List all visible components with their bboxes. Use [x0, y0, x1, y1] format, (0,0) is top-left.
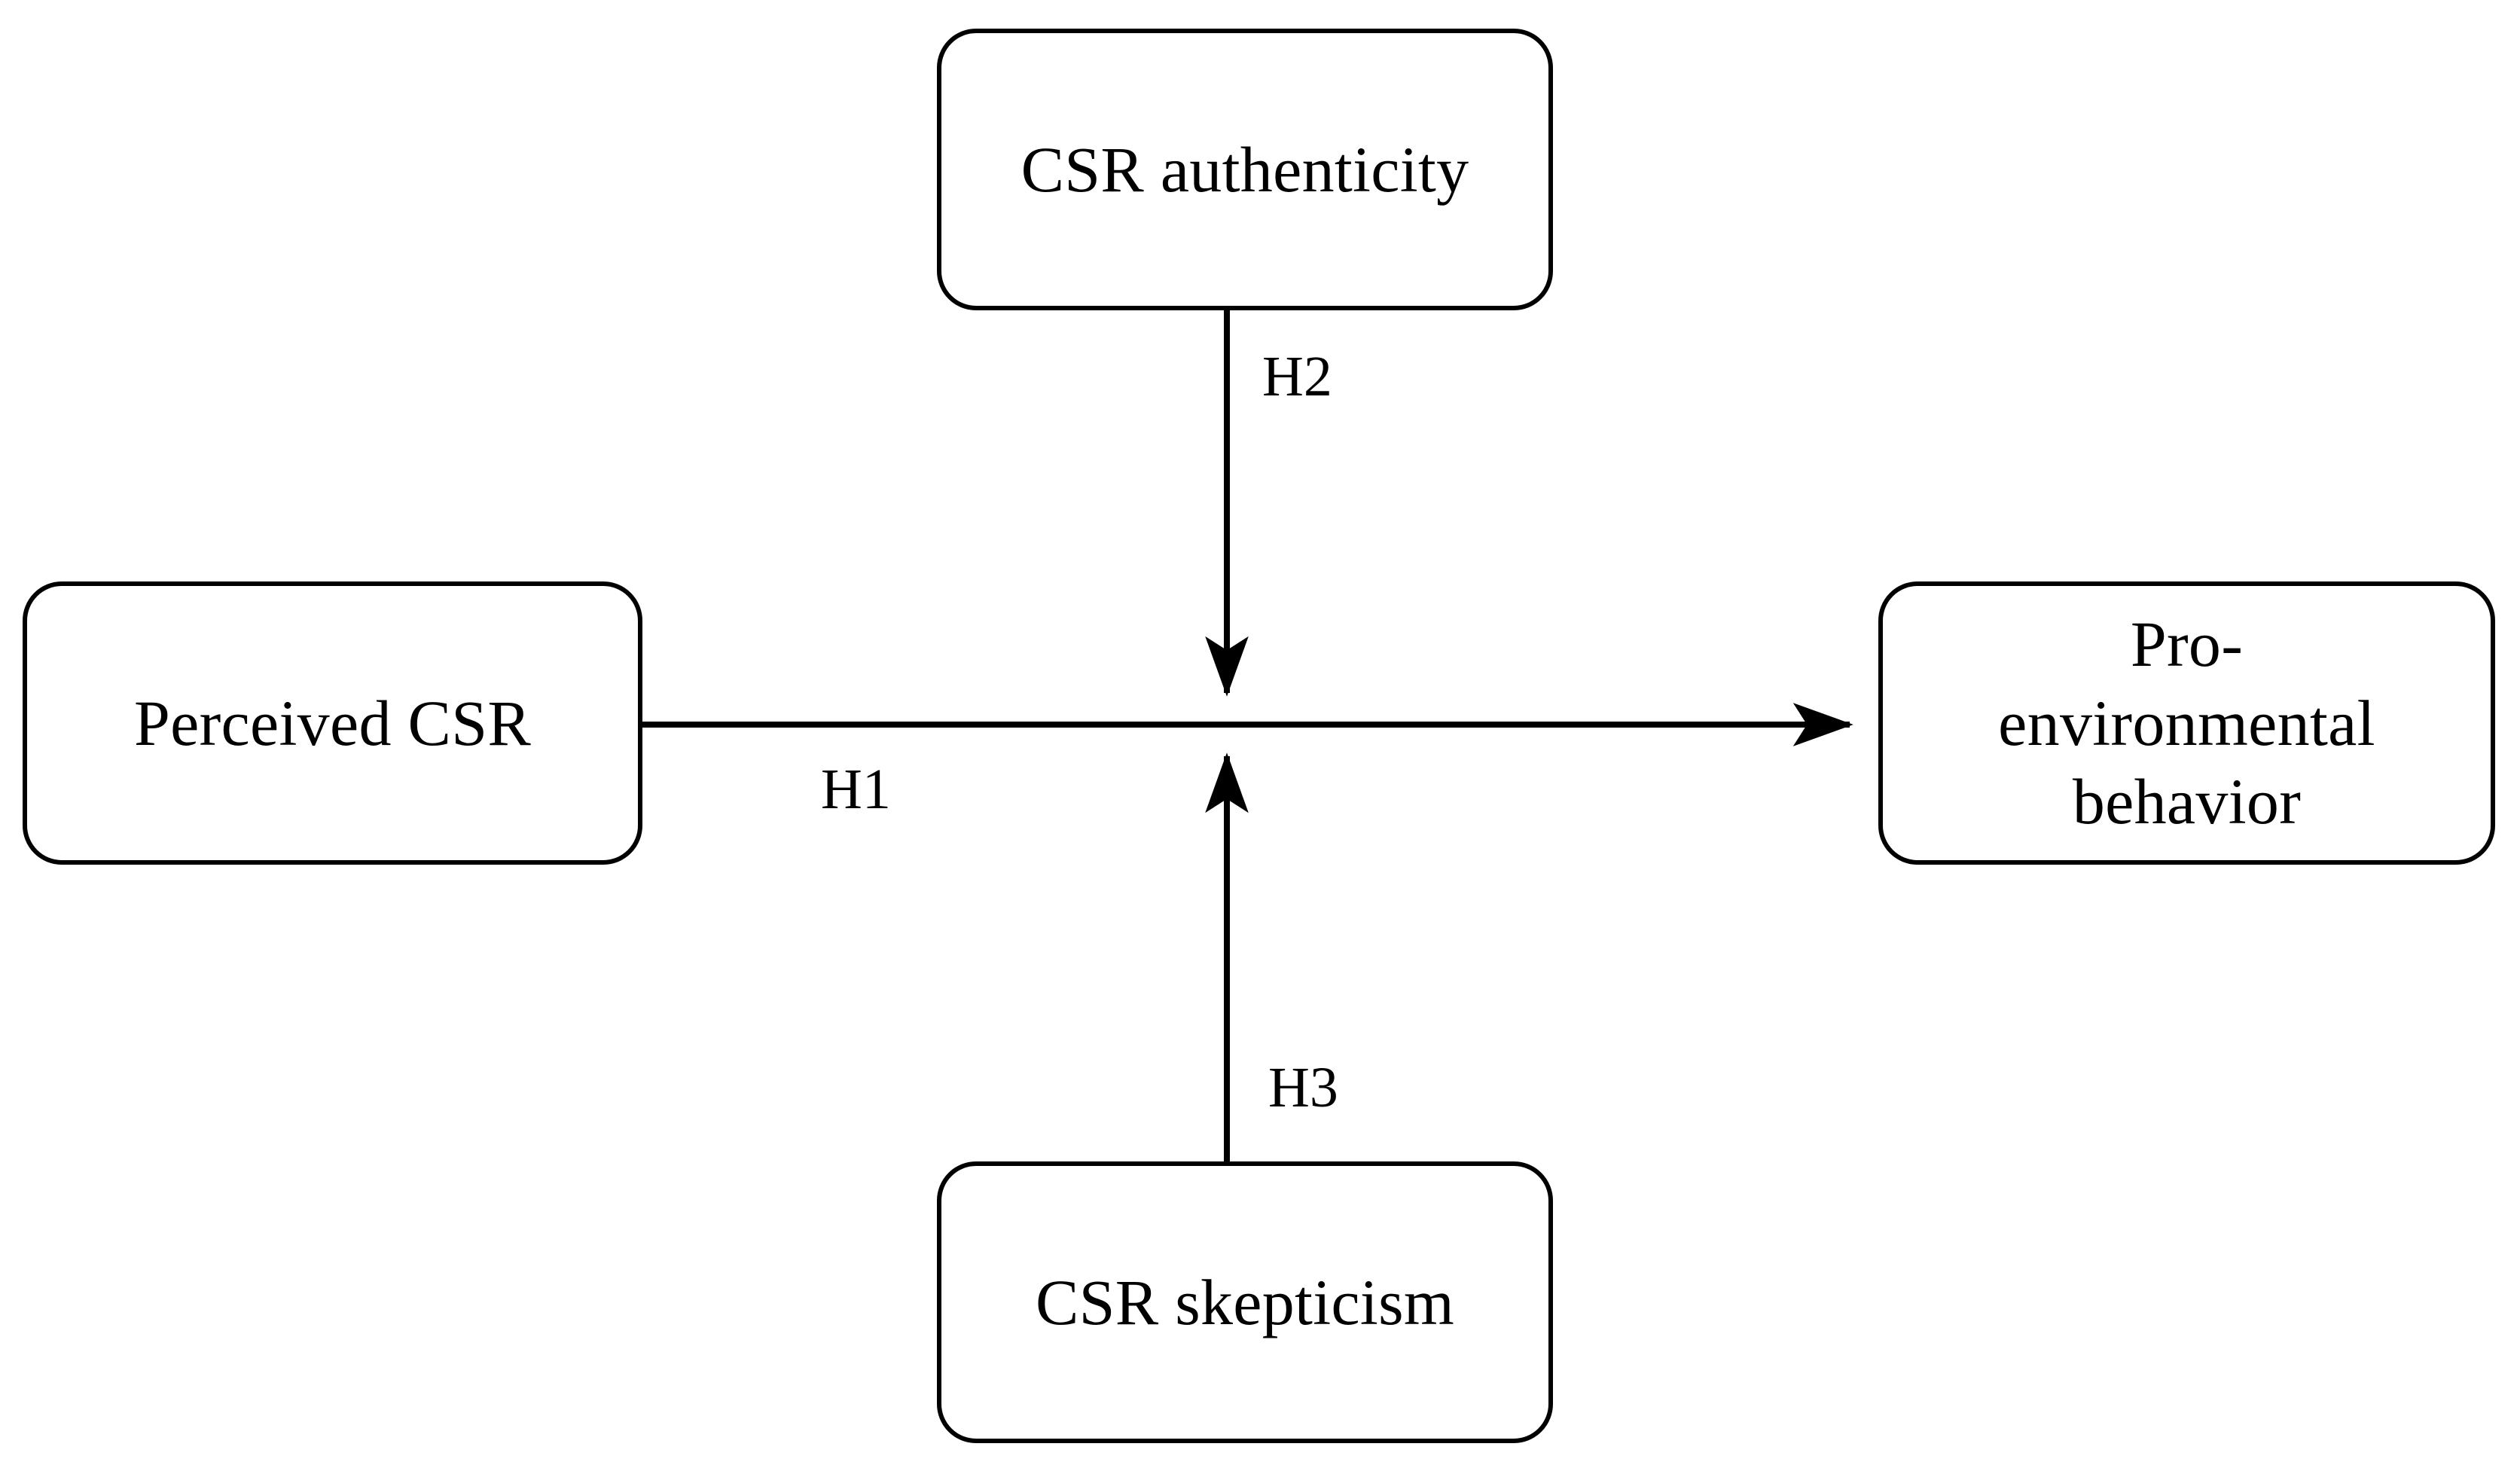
edge-label-h3: H3 — [1268, 1056, 1338, 1119]
node-pro-environmental-behavior[interactable]: Pro- environmental behavior — [1878, 581, 2495, 865]
node-label-pro-environmental-behavior: Pro- environmental behavior — [1896, 605, 2477, 842]
edge-label-h1: H1 — [821, 758, 891, 821]
node-label-line-3: behavior — [2072, 765, 2302, 838]
node-label-csr-authenticity: CSR authenticity — [1021, 133, 1469, 206]
node-label-perceived-csr: Perceived CSR — [134, 686, 531, 759]
node-perceived-csr[interactable]: Perceived CSR — [23, 581, 642, 865]
node-csr-authenticity[interactable]: CSR authenticity — [937, 29, 1553, 310]
node-label-line-2: environmental — [1998, 686, 2375, 759]
node-label-csr-skepticism: CSR skepticism — [1035, 1265, 1455, 1338]
edge-label-h2: H2 — [1262, 345, 1332, 408]
node-label-line-1: Pro- — [2130, 607, 2244, 680]
node-csr-skepticism[interactable]: CSR skepticism — [937, 1161, 1553, 1443]
